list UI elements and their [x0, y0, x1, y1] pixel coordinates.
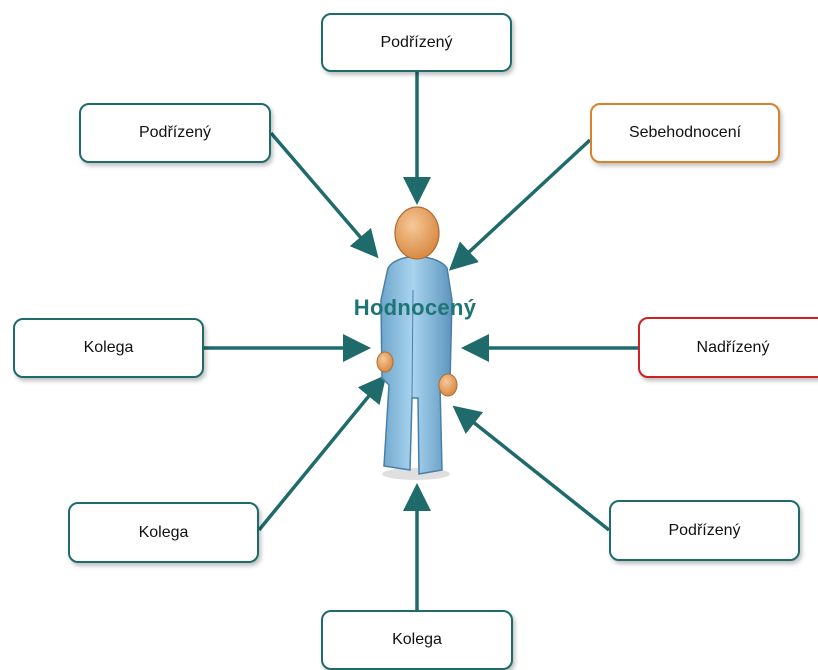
box-label: Kolega: [139, 524, 189, 542]
box-nadrizeny: Nadřízený: [638, 317, 818, 378]
box-lower-right-podrizeny: Podřízený: [609, 500, 800, 561]
box-label: Nadřízený: [697, 339, 770, 357]
box-bottom-kolega: Kolega: [321, 610, 513, 670]
box-label: Sebehodnocení: [629, 124, 741, 142]
box-label: Podřízený: [139, 124, 211, 142]
arrow-lower-left: [259, 380, 382, 530]
box-label: Kolega: [392, 631, 442, 649]
box-lower-left-kolega: Kolega: [68, 502, 259, 563]
box-label: Kolega: [84, 339, 134, 357]
arrow-upper-left: [271, 133, 374, 253]
box-sebehodnoceni: Sebehodnocení: [590, 103, 780, 163]
arrow-upper-right: [454, 140, 590, 266]
box-label: Podřízený: [668, 522, 740, 540]
box-top-podrizeny: Podřízený: [321, 13, 512, 72]
person-figure-icon: [377, 207, 457, 480]
arrow-lower-right: [458, 410, 609, 530]
center-title: Hodnocený: [300, 295, 530, 321]
box-upper-left-podrizeny: Podřízený: [79, 103, 271, 163]
box-label: Podřízený: [380, 34, 452, 52]
box-left-kolega: Kolega: [13, 318, 204, 378]
